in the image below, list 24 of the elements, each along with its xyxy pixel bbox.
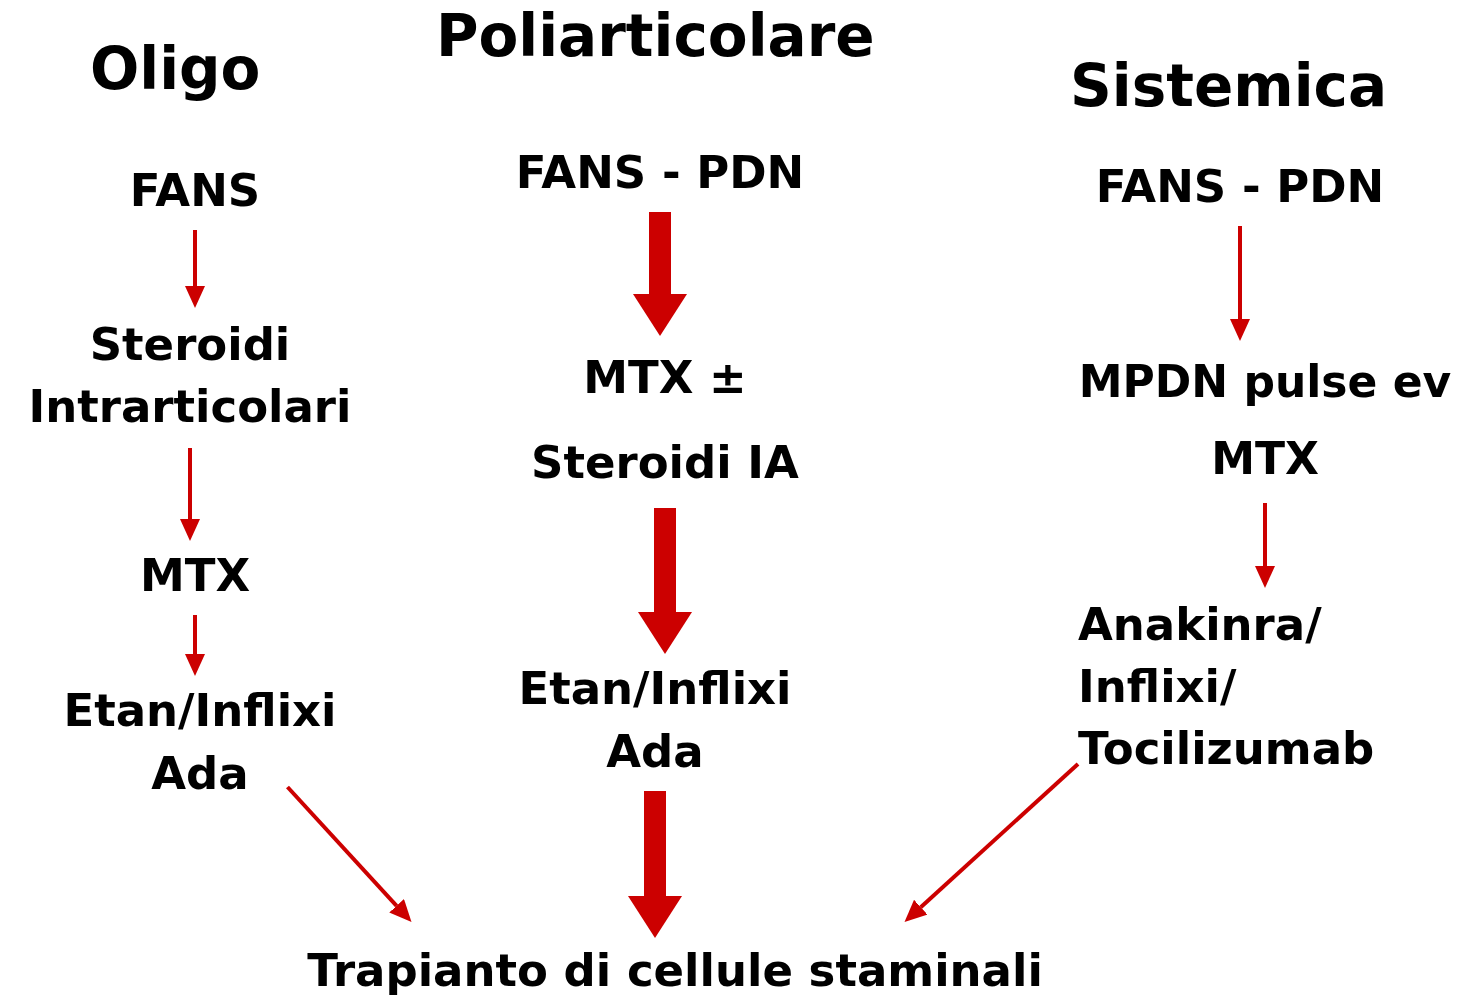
arrow: [633, 212, 687, 336]
arrow: [1255, 503, 1275, 588]
treatment-text: MTX: [139, 547, 251, 604]
arrow: [628, 791, 682, 938]
treatment-text: FANS: [129, 162, 261, 219]
column-heading: Sistemica: [1070, 52, 1388, 120]
column-heading: Oligo: [90, 35, 261, 103]
treatment-text: MPDN pulse ev MTX: [1077, 355, 1453, 486]
treatment-text: Trapianto di cellule staminali: [307, 942, 1043, 999]
treatment-text: MTX ± Steroidi IA: [530, 349, 800, 491]
treatment-text: Etan/Inflixi Ada: [62, 683, 338, 802]
arrow: [638, 508, 692, 654]
column-heading: Poliarticolare: [436, 2, 875, 70]
arrow: [286, 785, 412, 922]
treatment-text: Anakinra/ Inflixi/ Tocilizumab: [1078, 596, 1376, 778]
arrow: [180, 448, 200, 541]
arrow: [185, 615, 205, 676]
treatment-text: FANS - PDN: [515, 144, 805, 201]
treatment-text: Steroidi Intrarticolari: [27, 316, 353, 435]
treatment-text: Etan/Inflixi Ada: [517, 661, 793, 780]
treatment-text: FANS - PDN: [1095, 158, 1385, 215]
arrow: [185, 230, 205, 308]
arrow: [904, 762, 1080, 922]
arrow: [1230, 226, 1250, 341]
